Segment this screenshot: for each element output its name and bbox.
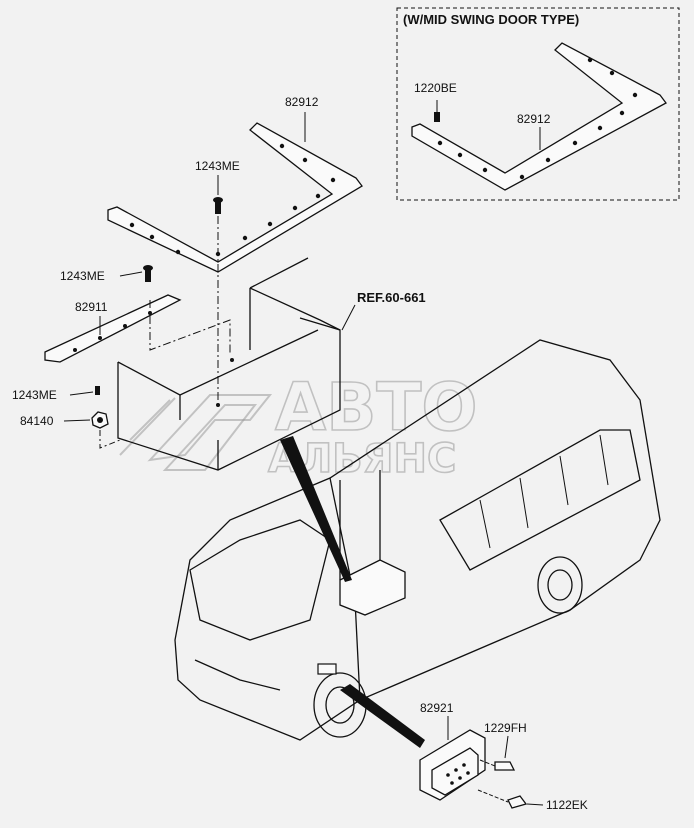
screw-1229FH-icon xyxy=(479,759,516,771)
bracket-82912-body xyxy=(107,122,363,273)
bracket-82912-holes xyxy=(129,143,336,257)
rear-wheel-icon xyxy=(537,556,583,614)
ref-label: REF.60-661 xyxy=(357,290,426,305)
label-1220BE: 1220BE xyxy=(414,81,457,95)
watermark-line1: АВТО xyxy=(275,369,478,446)
leader-1243ME-mid xyxy=(119,271,143,277)
inset-box: (W/MID SWING DOOR TYPE) 1220BE 82912 xyxy=(396,7,680,201)
label-1243ME-top: 1243ME xyxy=(195,159,240,173)
watermark-logo-icon xyxy=(119,394,273,471)
label-82921: 82921 xyxy=(420,701,454,715)
leader-ref xyxy=(341,304,356,331)
pointer-to-lamp xyxy=(340,684,425,748)
tray-ref-60-661 xyxy=(117,257,341,471)
label-1243ME-mid: 1243ME xyxy=(60,269,105,283)
bolt-1220BE-icon xyxy=(434,100,440,122)
label-1243ME-low: 1243ME xyxy=(12,388,57,402)
lamp-housing-holes xyxy=(446,763,470,785)
bolt-1243ME-low-icon xyxy=(95,386,100,395)
inset-bracket-82912 xyxy=(411,42,667,191)
step-box xyxy=(339,559,406,616)
lamp-housing-82921: 82921 xyxy=(419,701,486,801)
bolt-1243ME-mid-icon xyxy=(143,265,153,282)
centerline-low xyxy=(99,430,121,449)
leader-1122EK xyxy=(526,803,544,806)
label-82912-inset: 82912 xyxy=(517,112,551,126)
tray-back xyxy=(249,257,341,350)
bracket-82911-body xyxy=(44,294,182,363)
screw-1122EK-icon xyxy=(477,789,528,809)
label-1229FH: 1229FH xyxy=(484,721,527,735)
leader-84140 xyxy=(63,419,91,422)
leader-1243ME-low xyxy=(69,391,94,396)
bolt-1243ME-top-icon xyxy=(213,175,223,214)
nut-84140-icon xyxy=(91,411,109,429)
bus-outline xyxy=(174,339,661,741)
bracket-82912: 82912 xyxy=(107,95,363,273)
leader-1229FH xyxy=(504,735,509,759)
watermark: АВТО АЛЬЯНС xyxy=(119,368,478,483)
bus-grille xyxy=(194,659,281,691)
centerline-mid xyxy=(149,300,231,355)
pointer-to-step xyxy=(280,436,352,582)
inset-border xyxy=(396,7,680,201)
inset-title: (W/MID SWING DOOR TYPE) xyxy=(403,12,579,27)
bus-illustration xyxy=(174,339,661,741)
front-wheel-icon xyxy=(313,672,367,738)
inset-bracket-holes xyxy=(437,57,638,180)
label-84140: 84140 xyxy=(20,414,54,428)
lamp-housing-inner xyxy=(431,747,479,796)
bracket-82911: 82911 xyxy=(44,294,182,363)
tray-front xyxy=(117,317,341,471)
label-1122EK: 1122EK xyxy=(546,798,588,812)
bus-side-windows xyxy=(439,429,641,571)
label-82911: 82911 xyxy=(75,300,108,314)
bus-windshield xyxy=(189,519,331,641)
side-lamp-icon xyxy=(317,663,337,675)
bus-window-dividers xyxy=(479,434,609,549)
label-82912-main: 82912 xyxy=(285,95,319,109)
tray-edges xyxy=(179,395,219,470)
